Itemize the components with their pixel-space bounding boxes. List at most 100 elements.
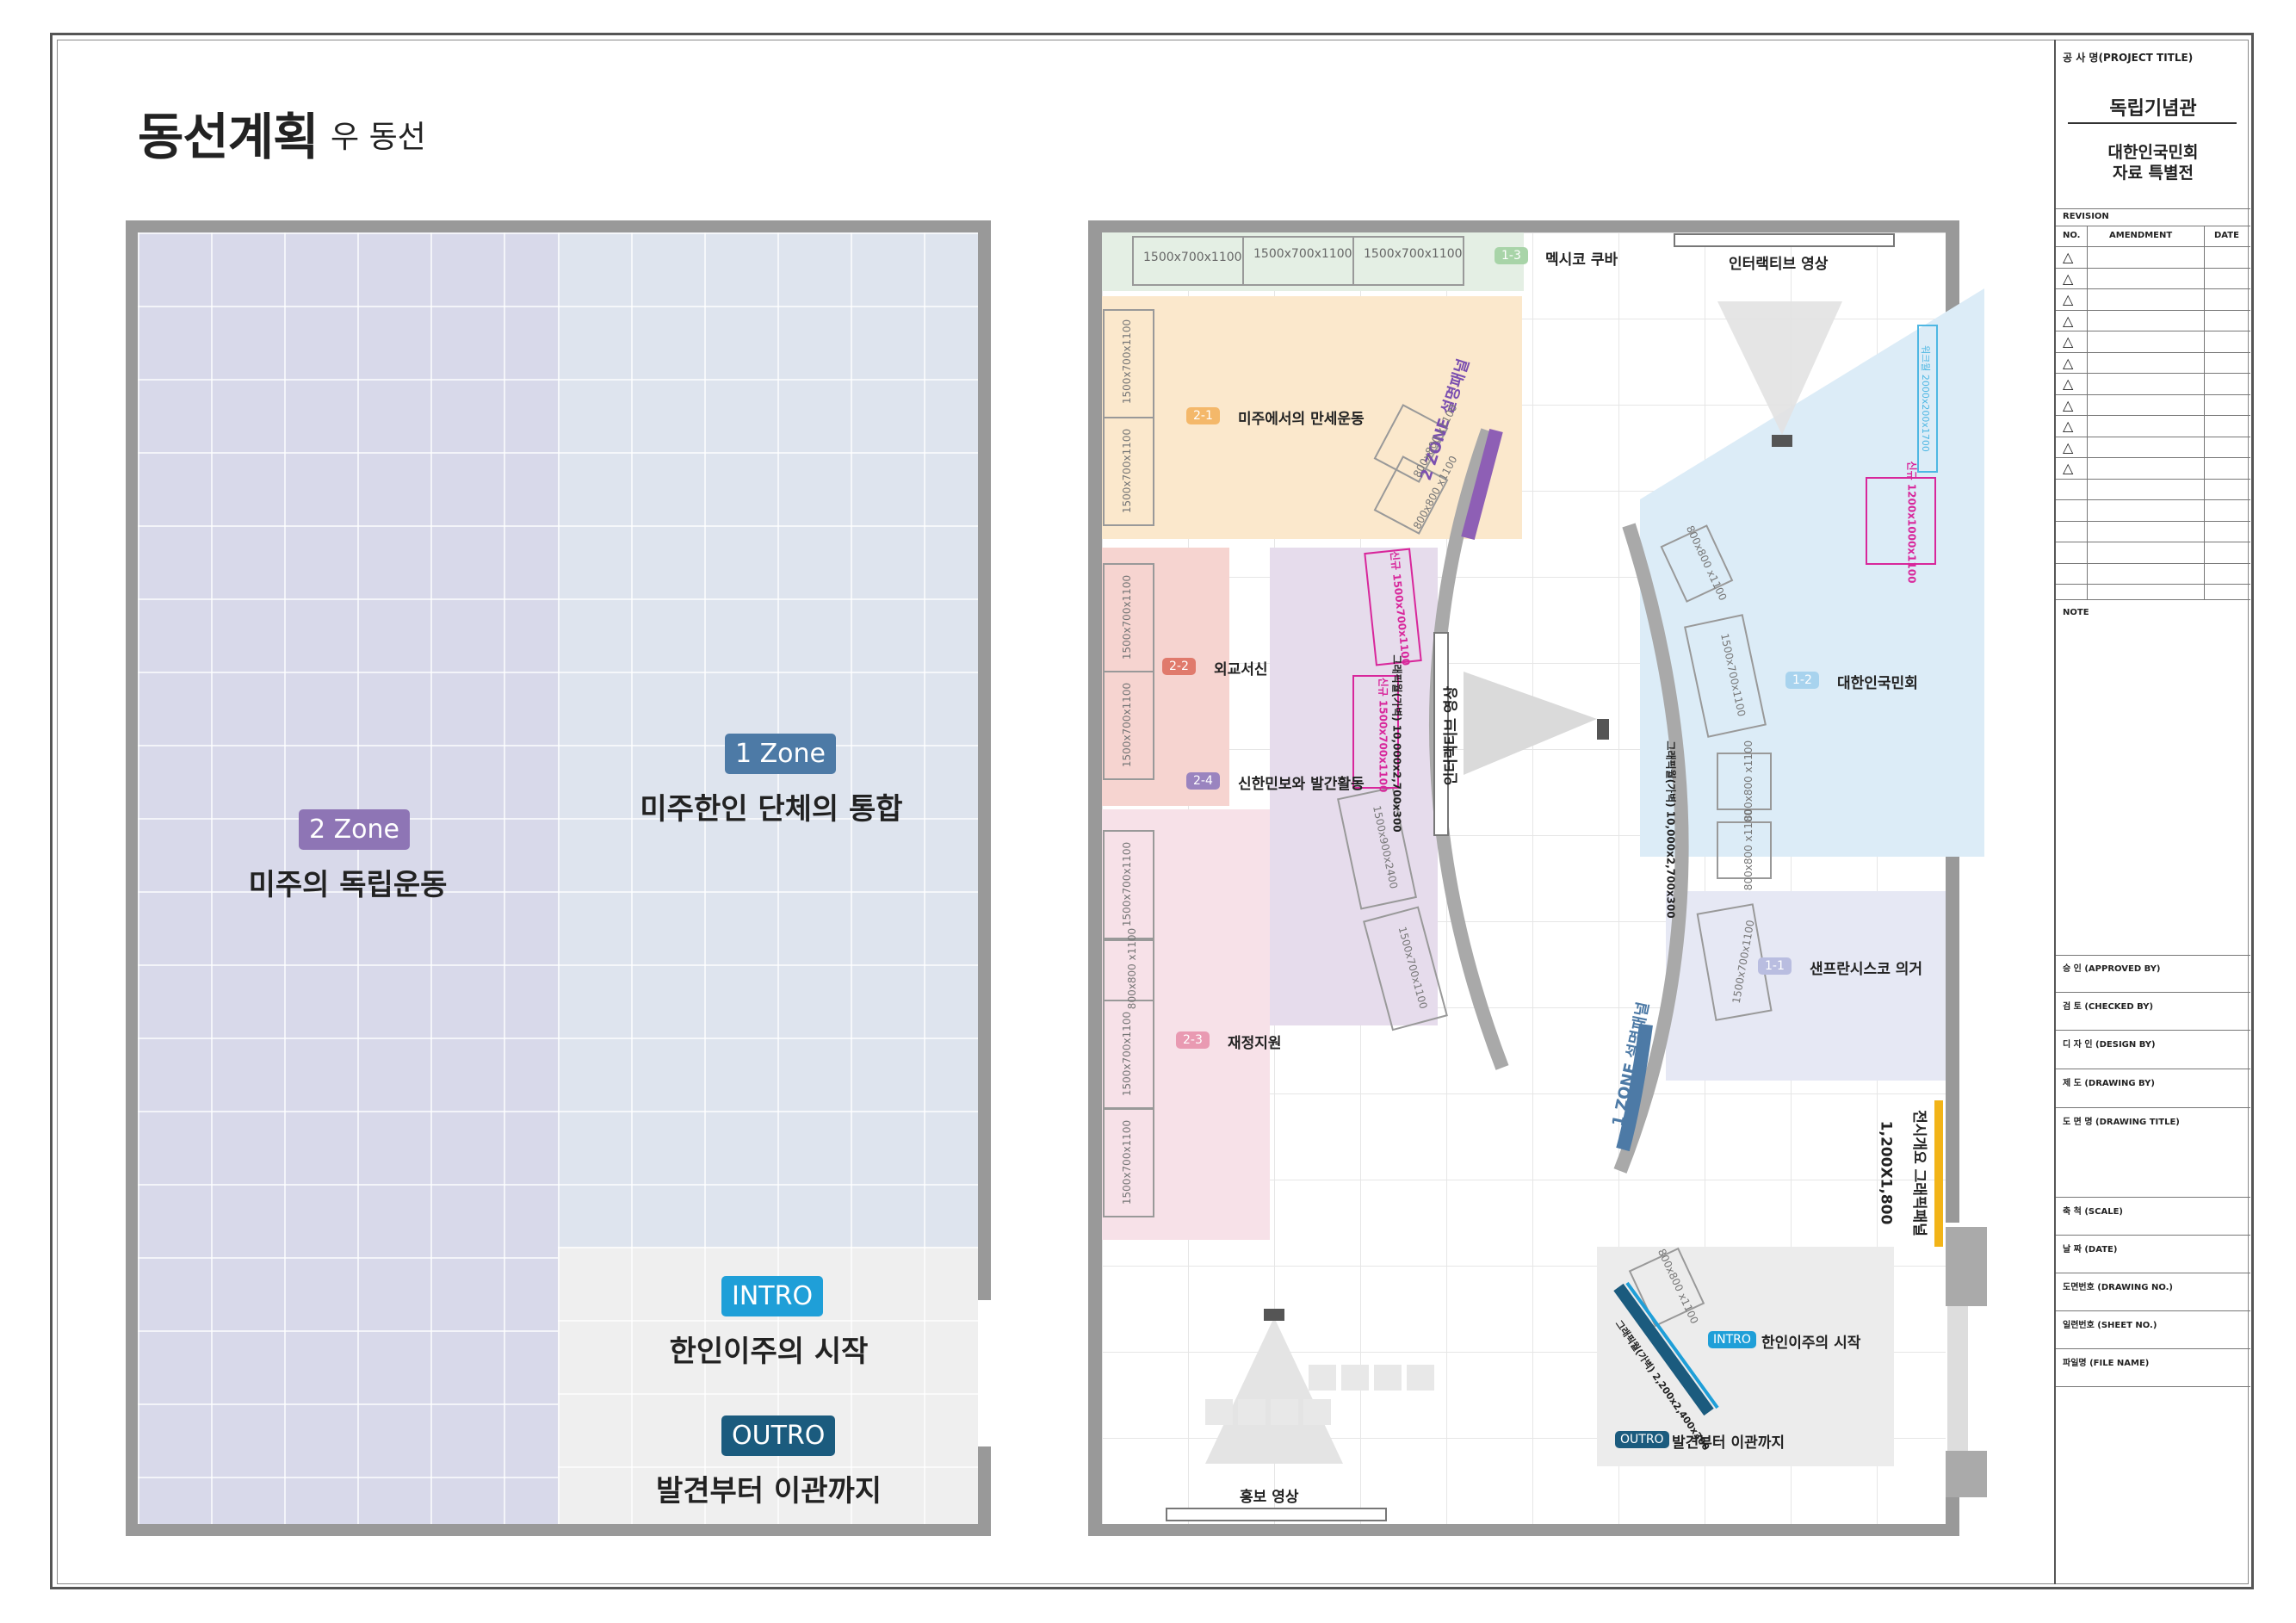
case-right-2 bbox=[1684, 614, 1767, 738]
case-right-3 bbox=[1717, 753, 1772, 810]
door-opening bbox=[1947, 1306, 1968, 1451]
revision-triangle-icon: △ bbox=[2063, 396, 2074, 413]
section-2-1-tag: 2-1 bbox=[1186, 407, 1220, 424]
intro-label: 한인이주의 시작 bbox=[669, 1335, 869, 1369]
exhibit-panel-title: 전시개요 그래픽패널 bbox=[1909, 1110, 1928, 1236]
revision-triangle-icon: △ bbox=[2063, 333, 2074, 350]
approved-label: 승 인 (APPROVED BY) bbox=[2063, 964, 2161, 974]
intro-graphic-wall bbox=[1613, 1283, 1714, 1416]
seat bbox=[1205, 1399, 1233, 1425]
case-left-2 bbox=[1103, 417, 1154, 526]
section-1-2-tag: 1-2 bbox=[1785, 672, 1819, 689]
new-case-b-label: 신규 1500x700x1100 bbox=[1377, 677, 1389, 793]
new-case-b bbox=[1352, 675, 1399, 789]
project-name: 독립기념관 bbox=[2109, 98, 2197, 120]
section-outro-tag: OUTRO bbox=[1615, 1431, 1669, 1448]
revision-row bbox=[2056, 373, 2250, 374]
tb-divider bbox=[2056, 599, 2250, 600]
right-wall-case-label: 워크월 2000x200x1700 bbox=[1919, 345, 1931, 452]
seat bbox=[1374, 1365, 1402, 1391]
project-desc-1: 대한인국민회 bbox=[2107, 143, 2199, 162]
zone-2-3-tint bbox=[1102, 809, 1270, 1240]
projector-top bbox=[1772, 435, 1792, 447]
revision-row bbox=[2056, 309, 2250, 311]
zone2-label: 미주의 독립운동 bbox=[248, 868, 448, 902]
drawing-no-label: 도면번호 (DRAWING NO.) bbox=[2063, 1283, 2173, 1292]
door-block-lower bbox=[1946, 1451, 1987, 1497]
case-right-1 bbox=[1660, 524, 1734, 603]
zone-2-2-tint bbox=[1102, 548, 1229, 806]
drawing-label: 제 도 (DRAWING BY) bbox=[2063, 1079, 2155, 1088]
screen-bottom bbox=[1166, 1508, 1387, 1521]
date-label: 날 짜 (DATE) bbox=[2063, 1245, 2118, 1254]
revision-row bbox=[2056, 478, 2250, 480]
seat bbox=[1341, 1365, 1369, 1391]
exhibit-panel-size: 1,200X1,800 bbox=[1877, 1120, 1895, 1225]
projector-mid bbox=[1597, 719, 1609, 740]
scale-label: 축 척 (SCALE) bbox=[2063, 1207, 2123, 1217]
case-left-2-label: 1500x700x1100 bbox=[1121, 428, 1134, 514]
outro-badge: OUTRO bbox=[721, 1415, 836, 1456]
revision-row bbox=[2056, 415, 2250, 416]
case-left-5 bbox=[1103, 830, 1154, 939]
seat bbox=[1271, 1399, 1298, 1425]
tb-divider bbox=[2056, 1197, 2250, 1198]
zone1-label: 미주한인 단체의 통합 bbox=[640, 792, 903, 827]
section-1-3-tag: 1-3 bbox=[1495, 247, 1528, 264]
zone-1-1-tint bbox=[1666, 891, 1946, 1081]
case-mid-2 bbox=[1373, 455, 1449, 535]
drawing-title-label: 도 면 명 (DRAWING TITLE) bbox=[2063, 1118, 2180, 1127]
zone1-badge: 1 Zone bbox=[725, 734, 836, 774]
intro-badge: INTRO bbox=[721, 1276, 824, 1316]
case-mid-4 bbox=[1363, 906, 1448, 1031]
zone1-area bbox=[558, 232, 978, 1247]
revision-triangle-icon: △ bbox=[2063, 460, 2074, 476]
case-left-4-label: 1500x700x1100 bbox=[1121, 682, 1134, 768]
case-top-3-label: 1500x700x1100 bbox=[1364, 247, 1463, 261]
page-title: 동선계획 bbox=[138, 108, 319, 166]
exhibit-overview-panel bbox=[1934, 1100, 1943, 1247]
section-1-3-label: 멕시코 쿠바 bbox=[1545, 251, 1618, 269]
revision-row bbox=[2056, 393, 2250, 395]
revision-triangle-icon: △ bbox=[2063, 249, 2074, 265]
drawing-frame-inner bbox=[57, 40, 2249, 1584]
revision-row bbox=[2056, 246, 2250, 247]
section-2-3-label: 재정지원 bbox=[1228, 1035, 1282, 1052]
revision-triangle-icon: △ bbox=[2063, 312, 2074, 329]
case-left-1-label: 1500x700x1100 bbox=[1121, 319, 1134, 405]
rev-col-line bbox=[2204, 226, 2205, 599]
section-intro-tag: INTRO bbox=[1708, 1331, 1756, 1348]
seat bbox=[1238, 1399, 1266, 1425]
col-amendment: AMENDMENT bbox=[2109, 231, 2173, 240]
tb-divider bbox=[2056, 1030, 2250, 1031]
rev-col-line bbox=[2087, 226, 2088, 599]
revision-triangle-icon: △ bbox=[2063, 269, 2074, 287]
section-2-1-label: 미주에서의 만세운동 bbox=[1238, 411, 1365, 428]
case-left-8-label: 1500x700x1100 bbox=[1121, 1119, 1134, 1205]
projector-cone-top bbox=[1717, 301, 1842, 435]
zone2-badge: 2 Zone bbox=[299, 809, 410, 850]
intro-outro-tint bbox=[1597, 1247, 1894, 1466]
tb-divider bbox=[2056, 1386, 2250, 1387]
case-right-5 bbox=[1696, 903, 1773, 1021]
case-top-1-label: 1500x700x1100 bbox=[1143, 251, 1242, 264]
zone-1-3-tint bbox=[1102, 232, 1524, 291]
door-block-upper bbox=[1946, 1227, 1987, 1306]
revision-row bbox=[2056, 267, 2250, 269]
tb-divider bbox=[2056, 1107, 2250, 1108]
interactive-video-top-label: 인터랙티브 영상 bbox=[1729, 256, 1829, 273]
zone-1-2-tint bbox=[1640, 288, 1984, 857]
graphic-wall-left-label: 그래픽월(가벽) 10,000x2,700x300 bbox=[1390, 654, 1403, 833]
section-2-3-tag: 2-3 bbox=[1176, 1031, 1210, 1049]
case-top-2-label: 1500x700x1100 bbox=[1253, 247, 1352, 261]
case-left-5-label: 1500x700x1100 bbox=[1121, 841, 1134, 927]
revision-label: REVISION bbox=[2063, 212, 2109, 221]
col-date: DATE bbox=[2214, 231, 2239, 240]
revision-triangle-icon: △ bbox=[2063, 291, 2074, 307]
tb-divider bbox=[2056, 955, 2250, 956]
revision-triangle-icon: △ bbox=[2063, 375, 2074, 392]
revision-triangle-icon: △ bbox=[2063, 418, 2074, 434]
case-left-4 bbox=[1103, 671, 1154, 780]
section-outro-label: 발견부터 이관까지 bbox=[1672, 1434, 1785, 1452]
